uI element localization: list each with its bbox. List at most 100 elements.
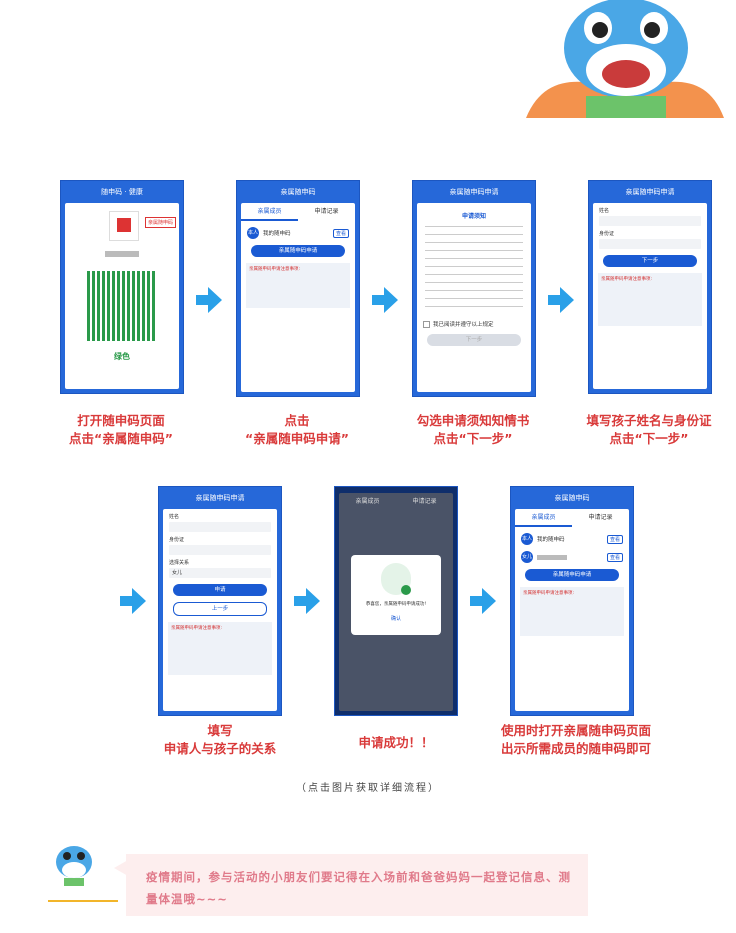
view-button[interactable]: 查看: [606, 534, 623, 544]
arrow-right-icon: [372, 287, 398, 313]
notice-title: 亲属随申码申请注意事项:: [523, 591, 575, 596]
child-avatar: 女儿: [521, 551, 533, 563]
screenshot-application-notice[interactable]: 亲属随申码申请 申请须知 我已阅读并遵守以上规定 下一步: [412, 180, 536, 397]
tab-bar: 亲属成员 申请记录: [339, 493, 453, 511]
step-caption: 使用时打开亲属随申码页面出示所需成员的随申码即可: [500, 723, 651, 756]
mascot-illustration: [526, 0, 724, 118]
self-label: 我的随申码: [263, 231, 291, 237]
apply-button[interactable]: 亲属随申码申请: [251, 245, 345, 257]
relation-label: 选择关系: [169, 560, 190, 566]
screen-body: 亲属成员 申请记录 本人 我的随申码 查看 女儿 查看 亲属随申码申请 亲属随申…: [515, 509, 629, 711]
step-caption: 申请成功！！: [358, 735, 434, 750]
tab-records[interactable]: 申请记录: [412, 498, 437, 505]
family-code-link[interactable]: 亲属随申码: [145, 217, 177, 228]
step-caption: 点击“亲属随申码申请”: [245, 413, 349, 446]
screen-body: 申请须知 我已阅读并遵守以上规定 下一步: [417, 203, 531, 392]
name-field[interactable]: 姓名: [599, 207, 701, 226]
masked-child-name: [537, 554, 567, 560]
footer-banner: [126, 854, 588, 916]
arrow-right-icon: [120, 588, 146, 614]
masked-name: [105, 251, 139, 257]
mascot-small-icon: [56, 846, 92, 886]
speech-tail-icon: [114, 860, 128, 876]
apply-button[interactable]: 亲属随申码申请: [525, 569, 619, 581]
self-label: 我的随申码: [537, 537, 565, 543]
screenshot-family-list[interactable]: 亲属随申码 亲属成员 申请记录 本人 我的随申码 查看 女儿 查看 亲属随申码申…: [510, 486, 634, 716]
notice-box: 亲属随申码申请注意事项:: [168, 622, 272, 675]
view-button[interactable]: 查看: [332, 228, 349, 238]
screen-header: 亲属随申码申请: [449, 188, 499, 196]
next-button[interactable]: 下一步: [427, 334, 521, 346]
success-dialog: 恭喜您，亲属随申码申请成功! 确认: [351, 555, 441, 635]
notice-title: 亲属随申码申请注意事项:: [171, 626, 223, 631]
agree-row[interactable]: 我已阅读并遵守以上规定: [423, 320, 525, 328]
notice-box: 亲属随申码申请注意事项:: [598, 273, 702, 326]
success-icon: [381, 563, 411, 595]
notice-title: 亲属随申码申请注意事项:: [601, 277, 653, 282]
success-message: 恭喜您，亲属随申码申请成功!: [365, 602, 427, 607]
name-label: 姓名: [599, 208, 610, 214]
submit-button[interactable]: 申请: [173, 584, 267, 596]
tab-records[interactable]: 申请记录: [588, 514, 613, 521]
screen-header: 亲属随申码: [554, 494, 590, 502]
arrow-right-icon: [294, 588, 320, 614]
screenshot-family-code[interactable]: 亲属随申码 亲属成员 申请记录 本人 我的随申码 查看 亲属随申码申请 亲属随申…: [236, 180, 360, 397]
detail-note-link[interactable]: （点击图片获取详细流程）: [296, 783, 440, 794]
screen-header: 亲属随申码: [280, 188, 316, 196]
self-avatar: 本人: [247, 227, 259, 239]
id-label: 身份证: [599, 231, 615, 237]
id-field[interactable]: 身份证: [599, 230, 701, 249]
id-label: 身份证: [169, 537, 185, 543]
arrow-right-icon: [196, 287, 222, 313]
child-row[interactable]: 女儿 查看: [521, 551, 623, 563]
screen-header: 亲属随申码申请: [195, 494, 245, 502]
notice-box: 亲属随申码申请注意事项:: [520, 587, 624, 636]
view-button[interactable]: 查看: [606, 552, 623, 562]
screenshot-child-info[interactable]: 亲属随申码申请 姓名 身份证 下一步 亲属随申码申请注意事项:: [588, 180, 712, 394]
confirm-button[interactable]: 确认: [390, 616, 401, 622]
screen-body: 亲属成员 申请记录 恭喜您，亲属随申码申请成功! 确认: [339, 493, 453, 711]
footer-message: 疫情期间，参与活动的小朋友们要记得在入场前和爸爸妈妈一起登记信息、测量体温哦~~…: [146, 870, 571, 906]
qr-code: [87, 271, 157, 341]
screen-body: 亲属成员 申请记录 本人 我的随申码 查看 亲属随申码申请 亲属随申码申请注意事…: [241, 203, 355, 392]
arrow-right-icon: [548, 287, 574, 313]
arrow-right-icon: [470, 588, 496, 614]
id-field[interactable]: 身份证: [169, 536, 271, 555]
emblem-icon: [109, 211, 139, 241]
tab-records[interactable]: 申请记录: [314, 208, 339, 215]
screen-header: 亲属随申码申请: [625, 188, 675, 196]
screen-body: 姓名 身份证 选择关系 女儿 申请 上一步 亲属随申码申请注意事项:: [163, 509, 277, 711]
agree-checkbox[interactable]: [423, 320, 430, 328]
notice-box: 亲属随申码申请注意事项:: [246, 263, 350, 308]
step-caption: 打开随申码页面点击“亲属随申码”: [69, 413, 173, 446]
screen-body: 姓名 身份证 下一步 亲属随申码申请注意事项:: [593, 203, 707, 389]
notice-text: [425, 226, 523, 314]
relation-field[interactable]: 选择关系 女儿: [169, 559, 271, 578]
step-caption: 填写申请人与孩子的关系: [163, 723, 277, 756]
screenshot-relation[interactable]: 亲属随申码申请 姓名 身份证 选择关系 女儿 申请 上一步 亲属随申码申请注意事…: [158, 486, 282, 716]
screenshot-health-code[interactable]: 随申码 · 健康 亲属随申码 绿色: [60, 180, 184, 394]
name-field[interactable]: 姓名: [169, 513, 271, 532]
step-caption: 填写孩子姓名与身份证点击“下一步”: [586, 413, 712, 446]
tab-bar: 亲属成员 申请记录: [241, 203, 355, 221]
step-caption: 勾选申请须知知情书点击“下一步”: [416, 413, 530, 446]
next-button[interactable]: 下一步: [603, 255, 697, 267]
screen-header: 随申码 · 健康: [101, 188, 143, 196]
back-button[interactable]: 上一步: [173, 602, 267, 616]
notice-heading: 申请须知: [461, 213, 486, 220]
tab-bar: 亲属成员 申请记录: [515, 509, 629, 527]
tab-members[interactable]: 亲属成员: [515, 509, 572, 527]
tab-members[interactable]: 亲属成员: [241, 203, 298, 221]
agree-label: 我已阅读并遵守以上规定: [433, 322, 494, 328]
screen-body: 亲属随申码 绿色: [65, 203, 179, 389]
tab-members[interactable]: 亲属成员: [355, 498, 380, 505]
footer-divider: [48, 900, 118, 902]
status-label: 绿色: [114, 352, 130, 361]
relation-value[interactable]: 女儿: [169, 568, 271, 578]
self-row[interactable]: 本人 我的随申码 查看: [247, 227, 349, 239]
self-avatar: 本人: [521, 533, 533, 545]
notice-title: 亲属随申码申请注意事项:: [249, 267, 301, 272]
screenshot-success[interactable]: 亲属成员 申请记录 恭喜您，亲属随申码申请成功! 确认: [334, 486, 458, 716]
name-label: 姓名: [169, 514, 180, 520]
self-row[interactable]: 本人 我的随申码 查看: [521, 533, 623, 545]
